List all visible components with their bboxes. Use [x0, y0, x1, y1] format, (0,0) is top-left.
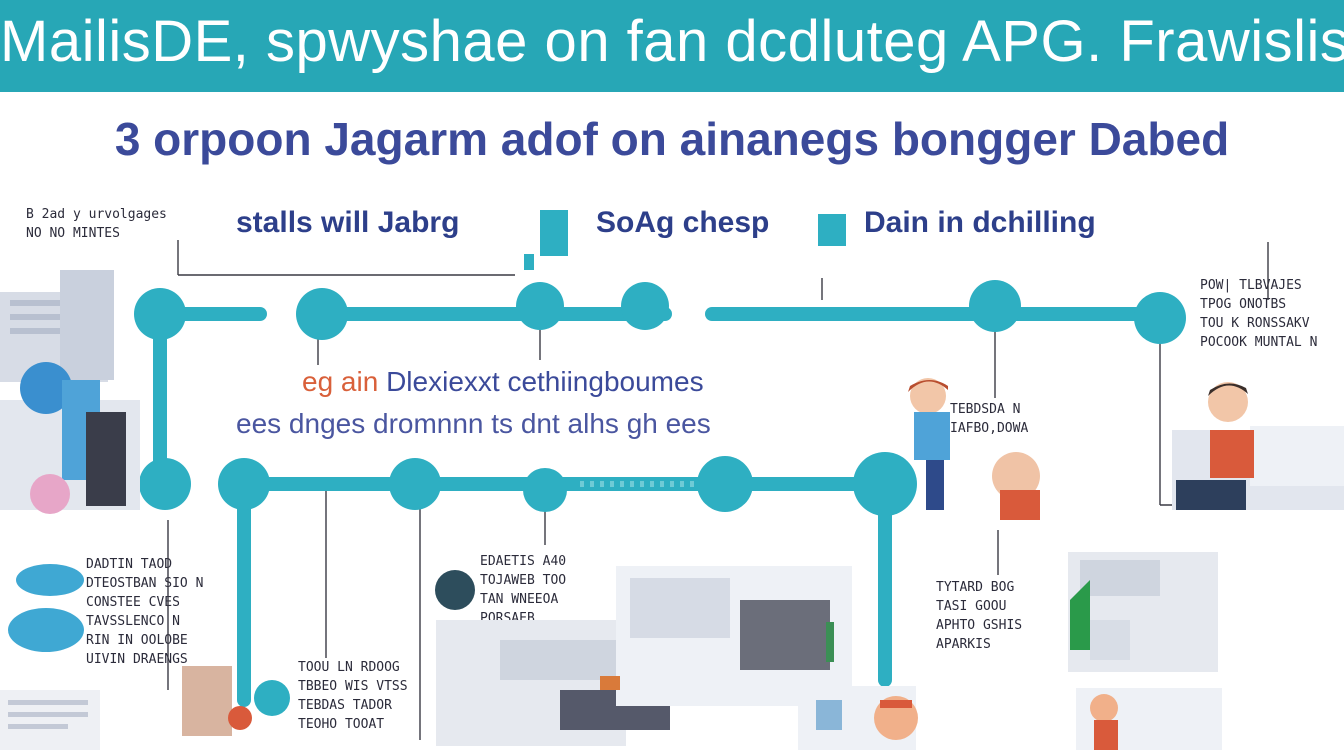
node-2: [296, 288, 348, 340]
node-3: [516, 282, 564, 330]
node-5: [969, 280, 1021, 332]
node-6: [1134, 292, 1186, 344]
bird-shapes: [8, 564, 84, 652]
node-1: [134, 288, 186, 340]
person-illustration-mid-right: [908, 378, 1040, 520]
diagram-subtitle: 3 orpoon Jagarm adof on ainanegs bongger…: [114, 113, 1230, 165]
label-bottom-left: DADTIN TAOD DTEOSTBAN SIO N CONSTEE CVES…: [86, 557, 204, 667]
center-text-line-1: eg ain Dlexiexxt cethiingboumes: [302, 366, 704, 398]
marker-3: [524, 254, 534, 270]
marker-1: [540, 210, 568, 256]
node-12: [853, 452, 917, 516]
center-text-accent: eg ain: [302, 366, 379, 397]
node-10: [523, 468, 567, 512]
section-heading-1: stalls will Jabrg: [236, 206, 460, 239]
label-bottom-right: TYTARD BOG TASI GOOU APHTO GSHIS APARKIS: [936, 580, 1023, 652]
marker-2: [818, 214, 846, 246]
label-top-right: POW| TLBVAJES TPOG ONOTBS TOU K RONSSAKV…: [1200, 278, 1318, 350]
section-heading-2: SoAg chesp: [596, 206, 770, 239]
node-7: [139, 458, 191, 510]
label-bottom-center-1: TOOU LN RDOOG TBBEO WIS VTSS TEBDAS TADO…: [298, 660, 408, 732]
center-text-line-2: ees dnges dromnnn ts dnt alhs gh ees: [236, 408, 711, 439]
node-9: [389, 458, 441, 510]
title-banner: [0, 0, 1344, 92]
node-8: [218, 458, 270, 510]
node-13: [254, 680, 290, 716]
cabinet-illustration-right: [1068, 552, 1222, 750]
node-4: [621, 282, 669, 330]
person-illustration-bottom: [798, 686, 918, 750]
document-illustration-left: [0, 666, 252, 750]
machine-illustration-center: [435, 566, 852, 746]
label-mid-right: TEBDSDA N IAFBO,DOWA: [950, 402, 1029, 436]
office-illustration-left: [0, 270, 140, 514]
node-11: [697, 456, 753, 512]
flow-nodes: [134, 280, 1186, 716]
center-text-rest: Dlexiexxt cethiingboumes: [386, 366, 704, 397]
banner-title: MailisDE, spwyshae on fan dcdluteg APG. …: [0, 9, 1344, 74]
label-top-left: B 2ad y urvolgages NO NO MINTES: [26, 207, 167, 241]
section-heading-3: Dain in dchilling: [864, 206, 1096, 239]
person-illustration-top-right: [1172, 382, 1344, 510]
